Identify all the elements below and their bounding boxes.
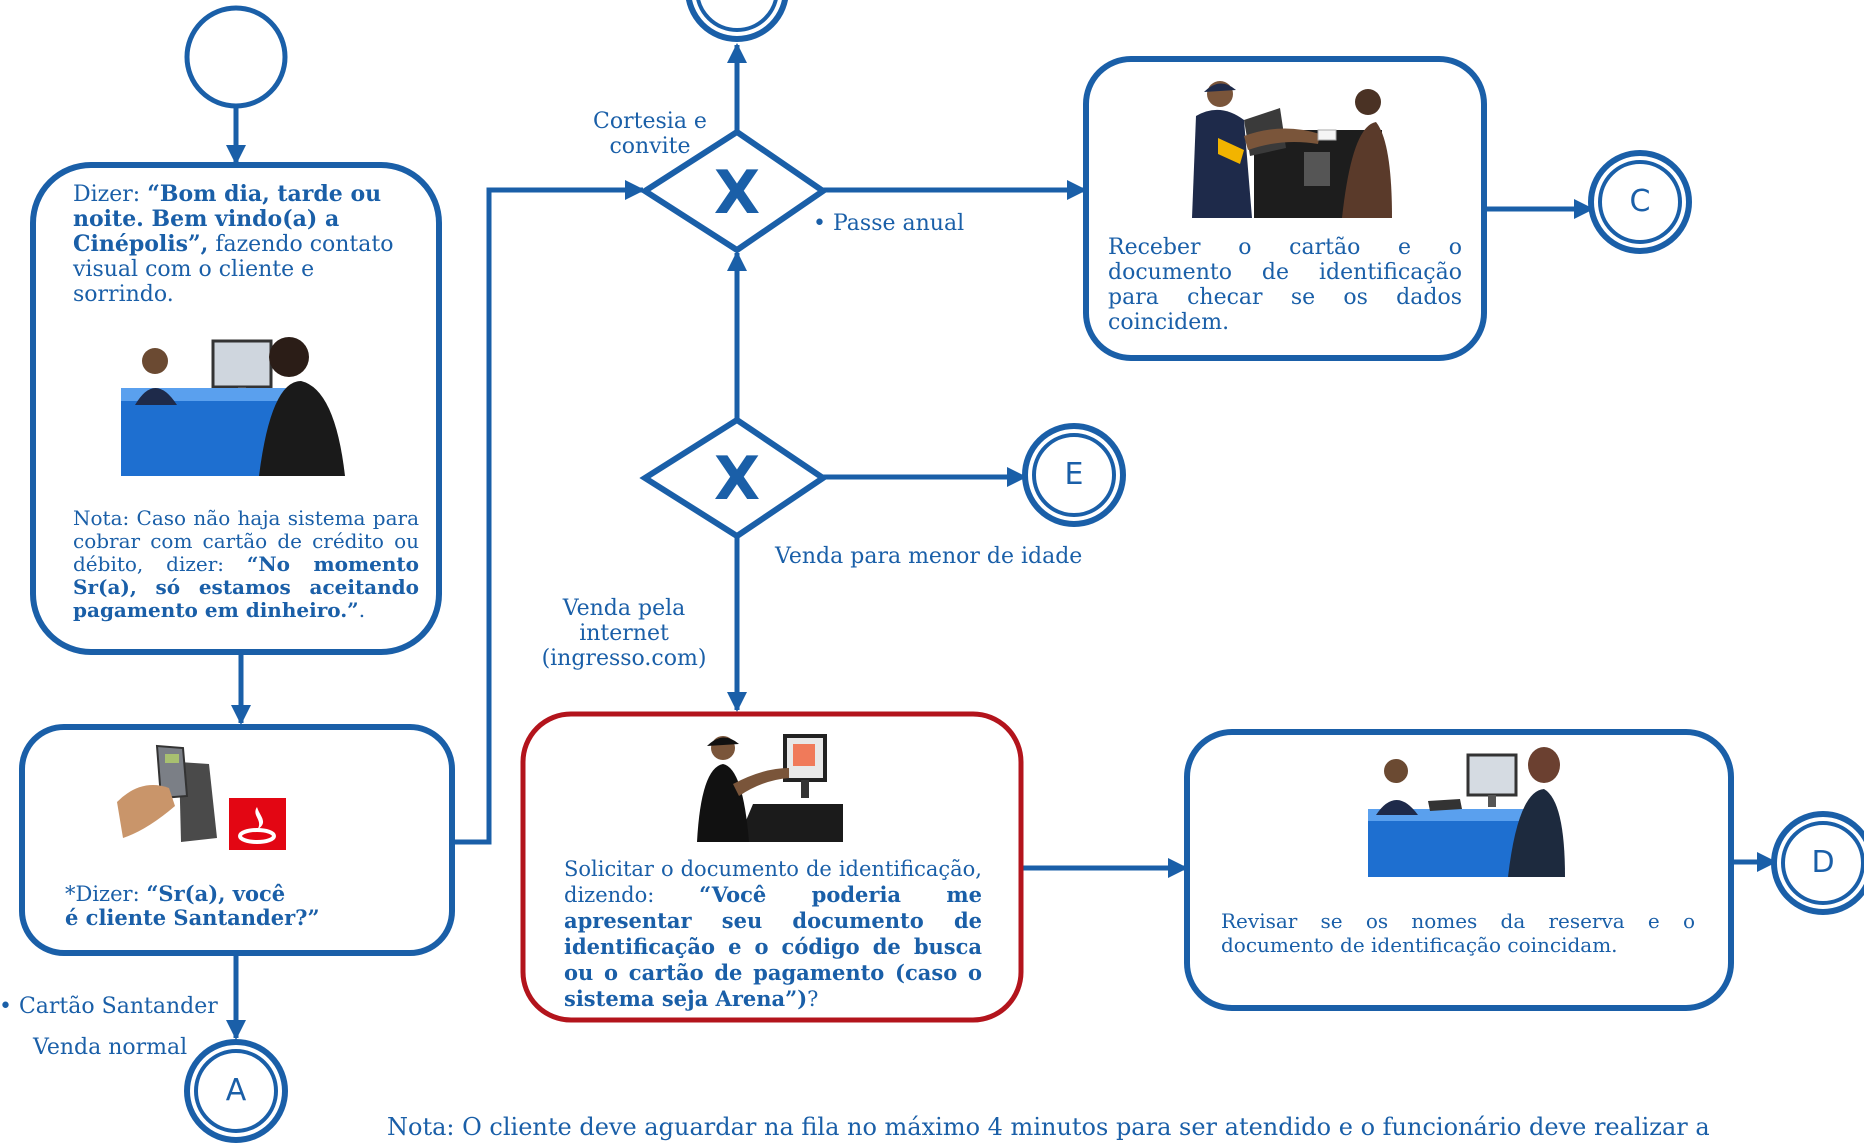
- flow-label-venda-normal: Venda normal: [33, 1035, 188, 1060]
- task-document-box: [520, 711, 1024, 1023]
- footer-note: Nota: O cliente deve aguardar na fila no…: [387, 1113, 1710, 1141]
- card-terminal-photo: [117, 742, 225, 850]
- santander-logo: [229, 798, 286, 850]
- greeting-text: Dizer: “Bom dia, tarde ou noite. Bem vin…: [73, 181, 394, 308]
- end-event-e-label: E: [1064, 457, 1084, 492]
- connector-santander-to-upper-gateway: [454, 180, 645, 845]
- start-event: [184, 5, 288, 109]
- greeting-photo: [121, 333, 345, 476]
- santander-lead: *Dizer:: [65, 882, 147, 906]
- flow-label-passe-anual: • Passe anual: [813, 211, 965, 236]
- end-event-a-inner: [194, 1049, 278, 1133]
- end-event-a-label: A: [225, 1073, 247, 1108]
- santander-quote-1: “Sr(a), você: [146, 881, 286, 906]
- end-event-e-inner: [1032, 433, 1116, 517]
- card-check-photo: [1192, 72, 1392, 218]
- document-task-text: Solicitar o documento de identificação, …: [564, 857, 982, 1011]
- review-task-text: Revisar se os nomes da reserva e o docum…: [1221, 909, 1695, 957]
- flow-label-cartao-santander: • Cartão Santander: [0, 994, 218, 1019]
- end-event-c-label: C: [1629, 184, 1651, 219]
- greeting-note: Nota: Caso não haja sistema para cobrar …: [73, 506, 419, 622]
- end-event-b-inner: [696, 0, 778, 32]
- santander-quote-2: é cliente Santander?”: [65, 905, 320, 930]
- end-event-d-inner: [1781, 821, 1864, 905]
- exclusive-gateway-lower: [639, 416, 829, 540]
- santander-text: *Dizer: “Sr(a), você é cliente Santander…: [65, 882, 425, 930]
- document-photo: [693, 728, 843, 842]
- end-event-b-label: B: [707, 0, 767, 8]
- gateway-upper-x: X: [713, 158, 761, 228]
- end-event-c-inner: [1598, 160, 1682, 244]
- review-photo: [1368, 745, 1565, 877]
- end-event-d-label: D: [1811, 845, 1835, 880]
- gateway-lower-x: X: [713, 444, 761, 514]
- flow-label-internet: Venda pela internet (ingresso.com): [541, 596, 707, 671]
- flow-label-menor-de-idade: Venda para menor de idade: [775, 544, 1083, 569]
- card-task-text: Receber o cartão e o documento de identi…: [1108, 235, 1462, 335]
- exclusive-gateway-upper: [639, 128, 829, 254]
- flow-label-cortesia: Cortesia e convite: [593, 109, 707, 159]
